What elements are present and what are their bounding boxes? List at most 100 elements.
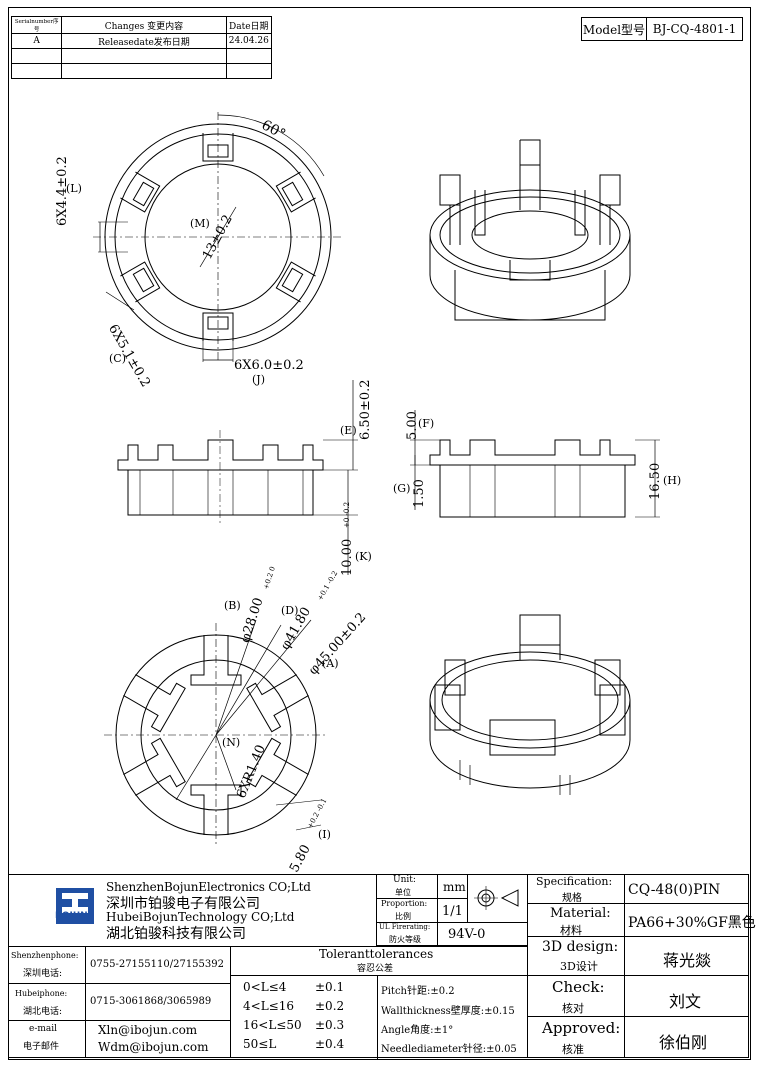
spec-value: CQ-48(0)PIN bbox=[624, 874, 749, 904]
proportion-label-en: Proportion: bbox=[381, 899, 428, 908]
spec-label: Specification: 规格 bbox=[527, 874, 625, 904]
check-label: Check: 核对 bbox=[527, 975, 625, 1017]
spec-text: CQ-48(0)PIN bbox=[628, 882, 721, 898]
dim-K: 10.00 bbox=[340, 538, 355, 576]
tol-note-angle: Angle角度:±1° bbox=[381, 1025, 454, 1036]
top-view bbox=[93, 112, 343, 362]
sz-phone: 0755-27155110/27155392 bbox=[90, 959, 224, 970]
unit-value: mm bbox=[437, 874, 468, 899]
email-1[interactable]: Xln@ibojun.com bbox=[98, 1023, 198, 1037]
email-label-en: e-mail bbox=[29, 1024, 58, 1034]
approved-label: Approved: 核准 bbox=[527, 1016, 625, 1058]
approved-label-cn: 核准 bbox=[562, 1043, 584, 1056]
tag-N: (N) bbox=[222, 736, 241, 749]
company-1-en: ShenzhenBojunElectronics CO;Ltd bbox=[106, 880, 311, 894]
tol-range-3: 16<L≤50 bbox=[243, 1018, 302, 1032]
tag-E: (E) bbox=[340, 424, 357, 437]
check-value: 刘文 bbox=[624, 975, 749, 1017]
bottom-view bbox=[104, 619, 328, 847]
proportion-ratio: 1/1 bbox=[442, 904, 463, 919]
tag-D: (D) bbox=[281, 604, 299, 617]
flame-label-cn: 防火等级 bbox=[389, 935, 421, 944]
title-block: BOJUN ShenzhenBojunElectronics CO;Ltd 深圳… bbox=[8, 874, 756, 1059]
check-label-en: Check: bbox=[552, 978, 605, 996]
dim-K-tol: +0 -0.2 bbox=[343, 501, 351, 528]
tag-G: (G) bbox=[393, 482, 411, 495]
design-label-en: 3D design: bbox=[542, 939, 619, 955]
dim-J: 6X6.0±0.2 bbox=[234, 358, 304, 373]
logo-text: BOJUN bbox=[55, 911, 88, 921]
material-label: Material: 材料 bbox=[527, 903, 625, 937]
sz-label-cn: 深圳电话: bbox=[23, 969, 63, 979]
check-name: 刘文 bbox=[669, 992, 702, 1011]
projection-icon bbox=[474, 886, 519, 910]
tol-range-4: 50≤L bbox=[243, 1037, 277, 1051]
tol-note-wall: Wallthickness壁厚度:±0.15 bbox=[381, 1006, 515, 1017]
contact-hb-value: 0715-3061868/3065989 bbox=[85, 983, 231, 1021]
tag-K: (K) bbox=[355, 550, 372, 563]
check-label-cn: 核对 bbox=[562, 1002, 584, 1015]
right-side-view bbox=[410, 410, 660, 518]
tol-note-needle: Needlediameter针径:±0.05 bbox=[381, 1044, 517, 1055]
tol-value-1: ±0.1 bbox=[315, 980, 345, 994]
company-area: BOJUN ShenzhenBojunElectronics CO;Ltd 深圳… bbox=[8, 874, 376, 946]
material-label-cn: 材料 bbox=[560, 924, 582, 937]
iso-view-bottom bbox=[429, 614, 631, 795]
tolerances-title-cn: 容忍公差 bbox=[357, 964, 394, 974]
contact-email-value: Xln@ibojun.com Wdm@ibojun.com bbox=[85, 1020, 231, 1058]
contact-email-label: e-mail 电子邮件 bbox=[8, 1020, 86, 1058]
unit-mm: mm bbox=[443, 880, 466, 894]
spec-label-cn: 规格 bbox=[562, 893, 582, 904]
tag-J: (J) bbox=[252, 373, 265, 386]
dim-G: 1.50 bbox=[412, 479, 427, 508]
tag-M: (M) bbox=[190, 217, 210, 230]
iso-top-inner bbox=[439, 196, 621, 274]
proportion-label: Proportion: 比例 bbox=[376, 898, 438, 923]
dim-E: 6.50±0.2 bbox=[358, 379, 373, 440]
top-slots bbox=[120, 133, 316, 341]
hb-label-en: Hubeiphone: bbox=[15, 989, 68, 998]
tag-B: (B) bbox=[224, 599, 241, 612]
flame-rating: 94V-0 bbox=[448, 927, 486, 942]
company-1-cn: 深圳市铂骏电子有限公司 bbox=[106, 896, 260, 912]
proportion-label-cn: 比例 bbox=[395, 912, 411, 921]
tol-range-1: 0<L≤4 bbox=[243, 980, 287, 994]
email-2[interactable]: Wdm@ibojun.com bbox=[98, 1040, 209, 1054]
design-name: 蒋光燚 bbox=[663, 951, 712, 970]
tolerances-block: Toleranttolerances 容忍公差 0<L≤4 ±0.1 4<L≤1… bbox=[230, 946, 528, 1059]
projection-symbol bbox=[467, 874, 528, 923]
contact-sz-value: 0755-27155110/27155392 bbox=[85, 946, 231, 984]
design-label-cn: 3D设计 bbox=[560, 960, 598, 973]
contact-hb-label: Hubeiphone: 湖北电话: bbox=[8, 983, 86, 1021]
approved-value: 徐伯刚 bbox=[624, 1016, 749, 1058]
flame-value: 94V-0 bbox=[437, 922, 528, 946]
side-view bbox=[117, 380, 358, 575]
drawing-frame bbox=[8, 7, 751, 1060]
tol-value-3: ±0.3 bbox=[315, 1018, 345, 1032]
revision-empty-cell bbox=[10, 63, 63, 79]
unit-label-en: Unit: bbox=[393, 875, 416, 885]
company-2-cn: 湖北铂骏科技有限公司 bbox=[106, 926, 246, 942]
contact-sz-label: Shenzhenphone: 深圳电话: bbox=[8, 946, 86, 984]
tol-range-2: 4<L≤16 bbox=[243, 999, 294, 1013]
tag-I: (I) bbox=[318, 828, 331, 841]
hb-label-cn: 湖北电话: bbox=[23, 1007, 63, 1017]
material-value: PA66+30%GF黑色 bbox=[624, 903, 756, 937]
dim-H: 16.50 bbox=[648, 462, 663, 500]
tag-C: (C) bbox=[109, 352, 126, 365]
flame-label-en: UL Firerating: bbox=[379, 923, 431, 931]
tolerances-title-en: Toleranttolerances bbox=[319, 947, 434, 961]
hb-phone: 0715-3061868/3065989 bbox=[90, 996, 212, 1007]
tag-F: (F) bbox=[418, 417, 435, 430]
design-value: 蒋光燚 bbox=[624, 936, 749, 976]
model-box: Model型号 BJ-CQ-4801-1 bbox=[581, 17, 743, 41]
sz-label-en: Shenzhenphone: bbox=[11, 951, 79, 960]
proportion-value: 1/1 bbox=[437, 898, 468, 923]
tag-H: (H) bbox=[663, 474, 682, 487]
unit-label: Unit: 单位 bbox=[376, 874, 438, 899]
iso-view-top bbox=[429, 139, 631, 321]
material-label-en: Material: bbox=[550, 906, 611, 921]
flame-label: UL Firerating: 防火等级 bbox=[376, 922, 438, 946]
revision-table: Serialnumber序号 Changes 变更内容 Date日期 A Rel… bbox=[10, 16, 273, 79]
